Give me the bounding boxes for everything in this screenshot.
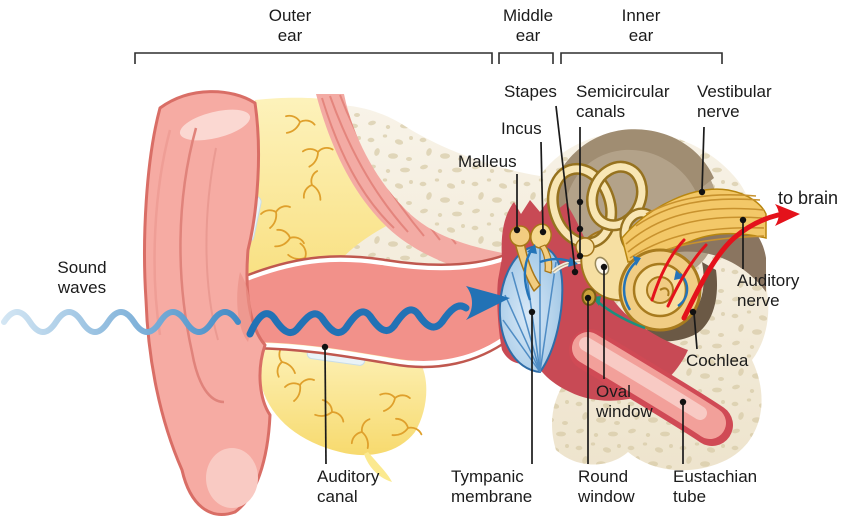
label-semicircular-canals: Semicircular canals [576,82,670,122]
earlobe-highlight [206,448,258,508]
label-sound-waves: Sound waves [57,258,107,298]
malleus-bone [514,241,541,292]
wave-arrowhead [466,286,510,320]
pinna-highlight [179,109,251,141]
outer-ear-bracket [134,52,493,64]
concha-shade [237,272,252,342]
label-to-brain: to brain [778,188,839,208]
label-auditory-canal: Auditory canal [317,467,380,507]
label-eustachian-tube: Eustachian tube [673,467,758,507]
label-outer-ear: Outer ear [268,6,312,46]
label-vestibular-nerve: Vestibular nerve [697,82,772,122]
label-round-window: Round window [578,467,635,507]
cochlea-shape [618,248,702,332]
middle-ear-bracket [498,52,554,64]
inner-ear-bracket [560,52,723,64]
ear-canal [244,253,515,369]
sound-wave [1,286,510,338]
label-tympanic-membrane: Tympanic membrane [451,467,533,507]
label-cochlea: Cochlea [686,351,749,370]
label-stapes: Stapes [504,82,557,101]
label-inner-ear: Inner ear [621,6,661,46]
label-auditory-nerve: Auditory nerve [737,271,800,311]
leader-lines [321,105,747,465]
label-malleus: Malleus [458,152,517,171]
label-middle-ear: Middle ear [502,6,554,46]
cochlea-shadow [615,262,718,342]
label-incus: Incus [501,119,542,138]
region-brackets [134,52,723,64]
ossicle-motion-arrows [523,244,578,301]
fat-tissue-lower [252,340,427,482]
label-oval-window: Oval window [596,382,653,422]
incus-bone [530,223,552,249]
red-arrow-to-brain [650,204,800,321]
